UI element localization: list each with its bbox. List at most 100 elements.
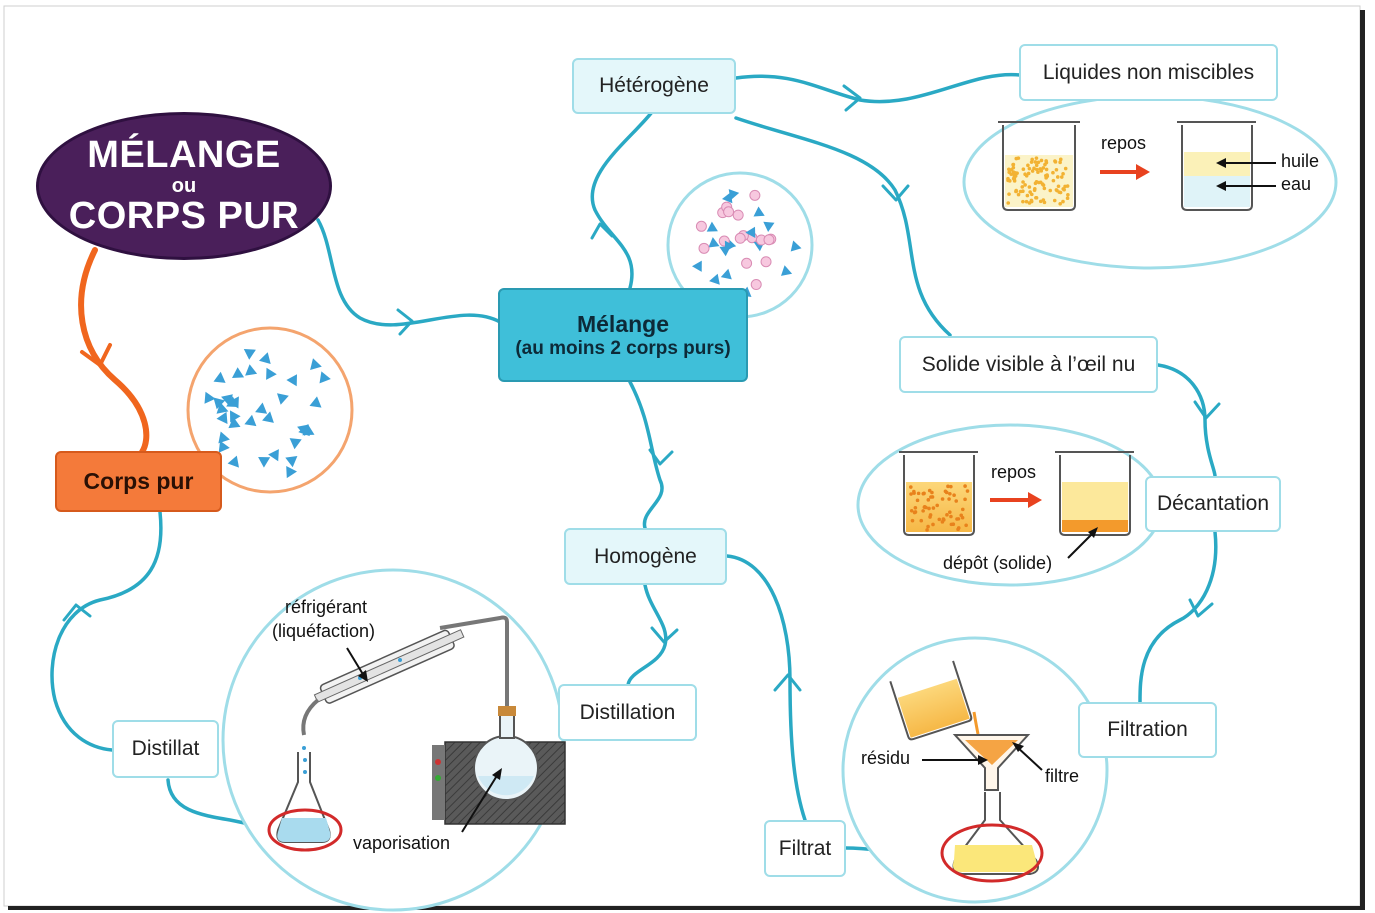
connector-homogene-filtrat xyxy=(725,554,807,822)
oil-droplet xyxy=(1056,184,1061,189)
label-eau: eau xyxy=(1281,174,1312,194)
solid-particle xyxy=(937,517,942,522)
triangle-particle xyxy=(266,367,277,380)
triangle-particle xyxy=(286,374,297,387)
oil-droplet xyxy=(1065,196,1070,201)
solid-particle xyxy=(927,506,931,511)
title-oval: MÉLANGE ou CORPS PUR xyxy=(36,112,332,260)
oil-droplet xyxy=(1038,167,1043,171)
node-decantation: Décantation xyxy=(1145,476,1281,532)
solid-particle xyxy=(931,522,935,527)
solid-particle xyxy=(948,491,952,496)
triangle-particle xyxy=(268,449,279,462)
oil-droplet xyxy=(1027,201,1032,205)
circle-particle xyxy=(734,232,746,244)
solid-particle xyxy=(922,505,927,510)
oil-droplet xyxy=(1041,166,1046,170)
title-line-corps-pur: CORPS PUR xyxy=(68,194,300,237)
oil-droplet xyxy=(1053,160,1058,164)
connector-heterogene-liquides xyxy=(734,72,1022,104)
label-huile: huile xyxy=(1281,151,1320,171)
solid-particle xyxy=(940,497,945,501)
solid-particle xyxy=(913,505,918,510)
triangle-particle xyxy=(289,438,302,450)
oil-droplet xyxy=(1035,167,1039,172)
solid-particle xyxy=(915,498,920,503)
oil-droplet xyxy=(1051,170,1055,175)
triangle-particle xyxy=(745,226,756,238)
triangle-particle xyxy=(213,371,226,383)
solid-particle xyxy=(926,524,930,529)
oil-droplet xyxy=(1061,199,1065,204)
solid-particle xyxy=(935,503,940,508)
solid-particle xyxy=(945,513,949,517)
solid-particle xyxy=(956,526,961,530)
melange-particles xyxy=(692,189,802,300)
triangle-particle xyxy=(216,411,228,424)
connector-heterogene-solide xyxy=(734,116,952,337)
triangle-particle xyxy=(728,189,740,201)
solid-particle xyxy=(949,522,954,527)
solid-particle xyxy=(965,489,970,493)
node-melange-subtitle: (au moins 2 corps purs) xyxy=(515,337,731,359)
triangle-particle xyxy=(226,396,239,407)
circle-particle xyxy=(698,242,710,254)
triangle-particle xyxy=(319,371,331,384)
triangle-particle xyxy=(218,431,230,444)
oil-droplet xyxy=(1011,162,1015,167)
label-refrigerant: réfrigérant xyxy=(285,597,368,617)
connector-decantation-filtration xyxy=(1138,530,1218,704)
triangle-particle xyxy=(218,440,230,453)
oil-droplet xyxy=(1066,192,1070,197)
solid-particle xyxy=(946,484,950,489)
circle-particle xyxy=(763,234,775,246)
triangle-particle xyxy=(245,364,258,376)
oil-droplet xyxy=(1034,156,1039,160)
oil-droplet xyxy=(1007,167,1011,172)
triangle-particle xyxy=(213,397,226,410)
oil-droplet xyxy=(1058,201,1062,206)
connector-title-corpspur xyxy=(78,247,150,455)
oil-droplet xyxy=(1039,158,1044,163)
solid-particle xyxy=(909,509,914,513)
connector-arrowheads xyxy=(62,84,1221,692)
corps-pur-particles xyxy=(204,349,331,479)
solid-particle xyxy=(912,510,917,515)
oil-droplet xyxy=(1026,171,1031,176)
node-melange: Mélange (au moins 2 corps purs) xyxy=(498,288,748,382)
oil-droplet xyxy=(1051,178,1056,183)
solid-particle xyxy=(952,493,956,497)
oil-droplet xyxy=(1027,166,1032,171)
oil-droplet xyxy=(1065,184,1070,188)
oil-droplet xyxy=(1058,190,1063,195)
oil-droplet xyxy=(1006,201,1011,205)
solid-particle xyxy=(925,528,929,532)
label-depot: dépôt (solide) xyxy=(943,553,1053,573)
solid-particle xyxy=(909,485,913,489)
oil-droplet xyxy=(1032,166,1036,171)
circle-particle xyxy=(750,279,762,291)
oil-droplet xyxy=(1014,188,1018,193)
suspension-particles xyxy=(909,484,970,532)
solid-particle xyxy=(926,498,931,502)
solid-particle xyxy=(909,492,913,496)
triangle-particle xyxy=(309,396,322,408)
solid-particle xyxy=(912,489,916,494)
triangle-particle xyxy=(244,414,257,427)
oil-droplet xyxy=(1054,167,1059,172)
oil-droplet xyxy=(1021,180,1025,184)
oil-droplet xyxy=(1021,199,1025,204)
solid-particle xyxy=(964,523,968,528)
triangle-particle xyxy=(708,237,720,248)
solid-particle xyxy=(922,491,926,496)
node-solide-visible: Solide visible à l’œil nu xyxy=(899,336,1158,393)
solid-particle xyxy=(960,515,965,520)
oil-droplet xyxy=(1034,163,1039,168)
oil-droplet xyxy=(1007,192,1011,196)
triangle-particle xyxy=(277,393,289,405)
node-liquides-non-miscibles: Liquides non miscibles xyxy=(1019,44,1278,101)
title-line-ou: ou xyxy=(171,174,197,197)
oil-droplet xyxy=(1029,160,1034,164)
node-filtration: Filtration xyxy=(1078,702,1217,758)
node-distillat: Distillat xyxy=(112,720,219,778)
